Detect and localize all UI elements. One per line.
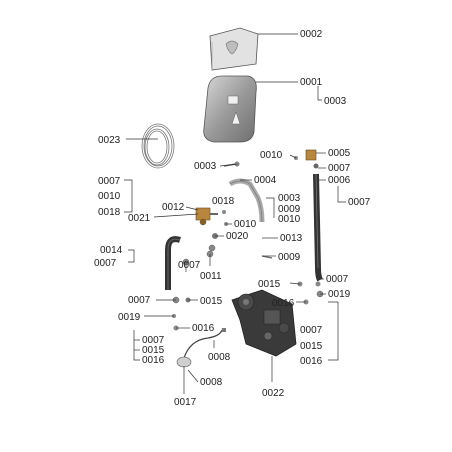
label-0022: 0022 (262, 388, 285, 399)
label-0007-group-left: 0007 (142, 335, 165, 346)
label-0010-mid: 0010 (234, 219, 257, 230)
label-0003-top: 0003 (324, 96, 347, 107)
label-0020: 0020 (226, 231, 249, 242)
label-0015-group-right: 0015 (300, 341, 323, 352)
label-0007-left3: 0007 (128, 295, 151, 306)
label-0008-mid: 0008 (208, 352, 231, 363)
label-0003-mid: 0003 (194, 161, 217, 172)
label-0005: 0005 (328, 148, 351, 159)
washer-part (315, 281, 321, 287)
label-0016-group-right: 0016 (300, 356, 323, 367)
label-0008-low: 0008 (200, 377, 223, 388)
label-0007-right1: 0007 (328, 163, 351, 174)
label-0004: 0004 (254, 175, 277, 186)
label-0019-right: 0019 (328, 289, 351, 300)
hose-part (165, 236, 181, 290)
label-0002: 0002 (300, 29, 323, 40)
cover-part (209, 27, 259, 71)
fitting-part (208, 244, 216, 252)
label-0007-left1: 0007 (98, 176, 121, 187)
label-0017: 0017 (174, 397, 197, 408)
pipe-part (228, 178, 265, 223)
label-0007-mid: 0007 (178, 260, 201, 271)
label-0016-group-left: 0016 (142, 355, 165, 366)
label-0021: 0021 (128, 213, 151, 224)
label-0010-left1: 0010 (98, 191, 121, 202)
vertical-pipe-part (313, 173, 323, 282)
label-0009-mid: 0009 (278, 252, 301, 263)
label-0007-left2: 0007 (94, 258, 117, 269)
label-0003-group: 0003 (278, 193, 301, 204)
label-0015-left: 0015 (200, 296, 223, 307)
leader-lines (124, 33, 346, 394)
label-0019-left: 0019 (118, 312, 141, 323)
expansion-tank-part (203, 75, 257, 143)
washer-part (222, 210, 226, 214)
label-0018-left1: 0018 (98, 207, 121, 218)
label-0010-group: 0010 (278, 214, 301, 225)
label-0001: 0001 (300, 77, 323, 88)
label-0009-group: 0009 (278, 204, 301, 215)
label-0007-right3: 0007 (326, 274, 349, 285)
label-0014: 0014 (100, 245, 123, 256)
sensor-cable-part (176, 328, 226, 368)
label-0006: 0006 (328, 175, 351, 186)
label-0007-right2: 0007 (348, 197, 371, 208)
valve-part (195, 207, 218, 226)
label-0010-right: 0010 (260, 150, 283, 161)
label-0016-left: 0016 (192, 323, 215, 334)
hydraulic-block-part (231, 289, 297, 357)
label-0018-mid: 0018 (212, 196, 235, 207)
label-0007-group-right: 0007 (300, 325, 323, 336)
label-0023: 0023 (98, 135, 121, 146)
label-0016-right: 0016 (272, 298, 295, 309)
label-0013: 0013 (280, 233, 303, 244)
label-0015-right: 0015 (258, 279, 281, 290)
label-0011: 0011 (200, 271, 222, 282)
fitting-0005-part (305, 149, 317, 161)
label-0012: 0012 (162, 202, 185, 213)
seal-part (313, 163, 319, 169)
label-0015-group-left: 0015 (142, 345, 165, 356)
coiled-tube-part (141, 123, 175, 169)
